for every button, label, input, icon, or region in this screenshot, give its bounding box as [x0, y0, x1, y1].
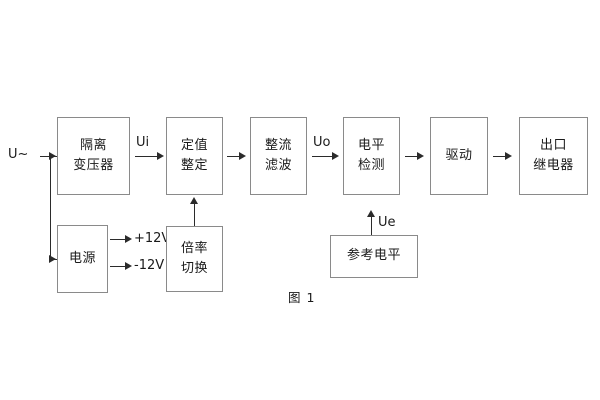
rail-label-negative: -12V [134, 258, 165, 273]
block-label-line: 倍率 [180, 240, 208, 256]
block-multiplier-switch[interactable]: 倍率 切换 [166, 226, 223, 292]
arrowhead-transformer-to-setting [157, 152, 164, 160]
block-label-line: 隔离 [79, 137, 107, 153]
block-label-line: 定值 [180, 137, 208, 153]
block-label-line: 驱动 [445, 147, 473, 163]
block-output-relay[interactable]: 出口 继电器 [519, 117, 588, 195]
block-label-line: 继电器 [533, 158, 574, 173]
block-label-line: 电平 [357, 137, 385, 153]
signal-label-ue: Ue [378, 215, 396, 230]
arrowhead-rail-positive [125, 235, 132, 243]
block-setting-adjust[interactable]: 定值 整定 [166, 117, 223, 195]
arrowhead-rectify-to-level-detection [332, 152, 339, 160]
wire-input-branch-trunk [50, 155, 52, 260]
block-label-line: 检测 [357, 158, 385, 173]
block-label-line: 整定 [180, 158, 208, 173]
wire-rectify-to-level-detection [312, 155, 334, 157]
block-isolation-transformer[interactable]: 隔离 变压器 [57, 117, 130, 195]
arrowhead-setting-to-rectify [239, 152, 246, 160]
arrowhead-input-to-power-supply [49, 255, 56, 263]
arrowhead-rail-negative [125, 262, 132, 270]
wire-level-detection-to-drive [405, 155, 419, 157]
arrowhead-input-to-transformer [49, 152, 56, 160]
figure-caption: 图 1 [288, 290, 316, 305]
wire-multiplier-to-setting [193, 202, 195, 226]
block-power-supply[interactable]: 电源 [57, 225, 108, 293]
block-level-detection[interactable]: 电平 检测 [343, 117, 400, 195]
arrowhead-multiplier-to-setting [190, 197, 198, 204]
block-label-line: 滤波 [264, 158, 292, 173]
arrowhead-level-detection-to-drive [417, 152, 424, 160]
wire-transformer-to-setting [135, 155, 159, 157]
block-label-line: 整流 [264, 137, 292, 153]
block-label-line: 变压器 [73, 158, 114, 173]
arrowhead-drive-to-output-relay [505, 152, 512, 160]
input-supply-label: U~ [8, 147, 29, 162]
arrowhead-reference-to-level-detection [367, 210, 375, 217]
block-label-line: 参考电平 [346, 248, 401, 264]
wire-rail-negative [110, 265, 127, 267]
wire-setting-to-rectify [227, 155, 241, 157]
block-rectify-filter[interactable]: 整流 滤波 [250, 117, 307, 195]
wire-rail-positive [110, 238, 127, 240]
signal-label-ui: Ui [136, 135, 150, 150]
block-reference-level[interactable]: 参考电平 [330, 235, 418, 278]
wire-input-stub [40, 155, 52, 157]
wire-drive-to-output-relay [493, 155, 507, 157]
block-label-line: 切换 [180, 261, 208, 276]
block-drive[interactable]: 驱动 [430, 117, 488, 195]
wire-reference-to-level-detection [370, 215, 372, 235]
block-label-line: 电源 [68, 250, 96, 266]
signal-label-uo: Uo [313, 135, 331, 150]
rail-label-positive: +12V [134, 231, 171, 246]
block-label-line: 出口 [539, 137, 567, 153]
